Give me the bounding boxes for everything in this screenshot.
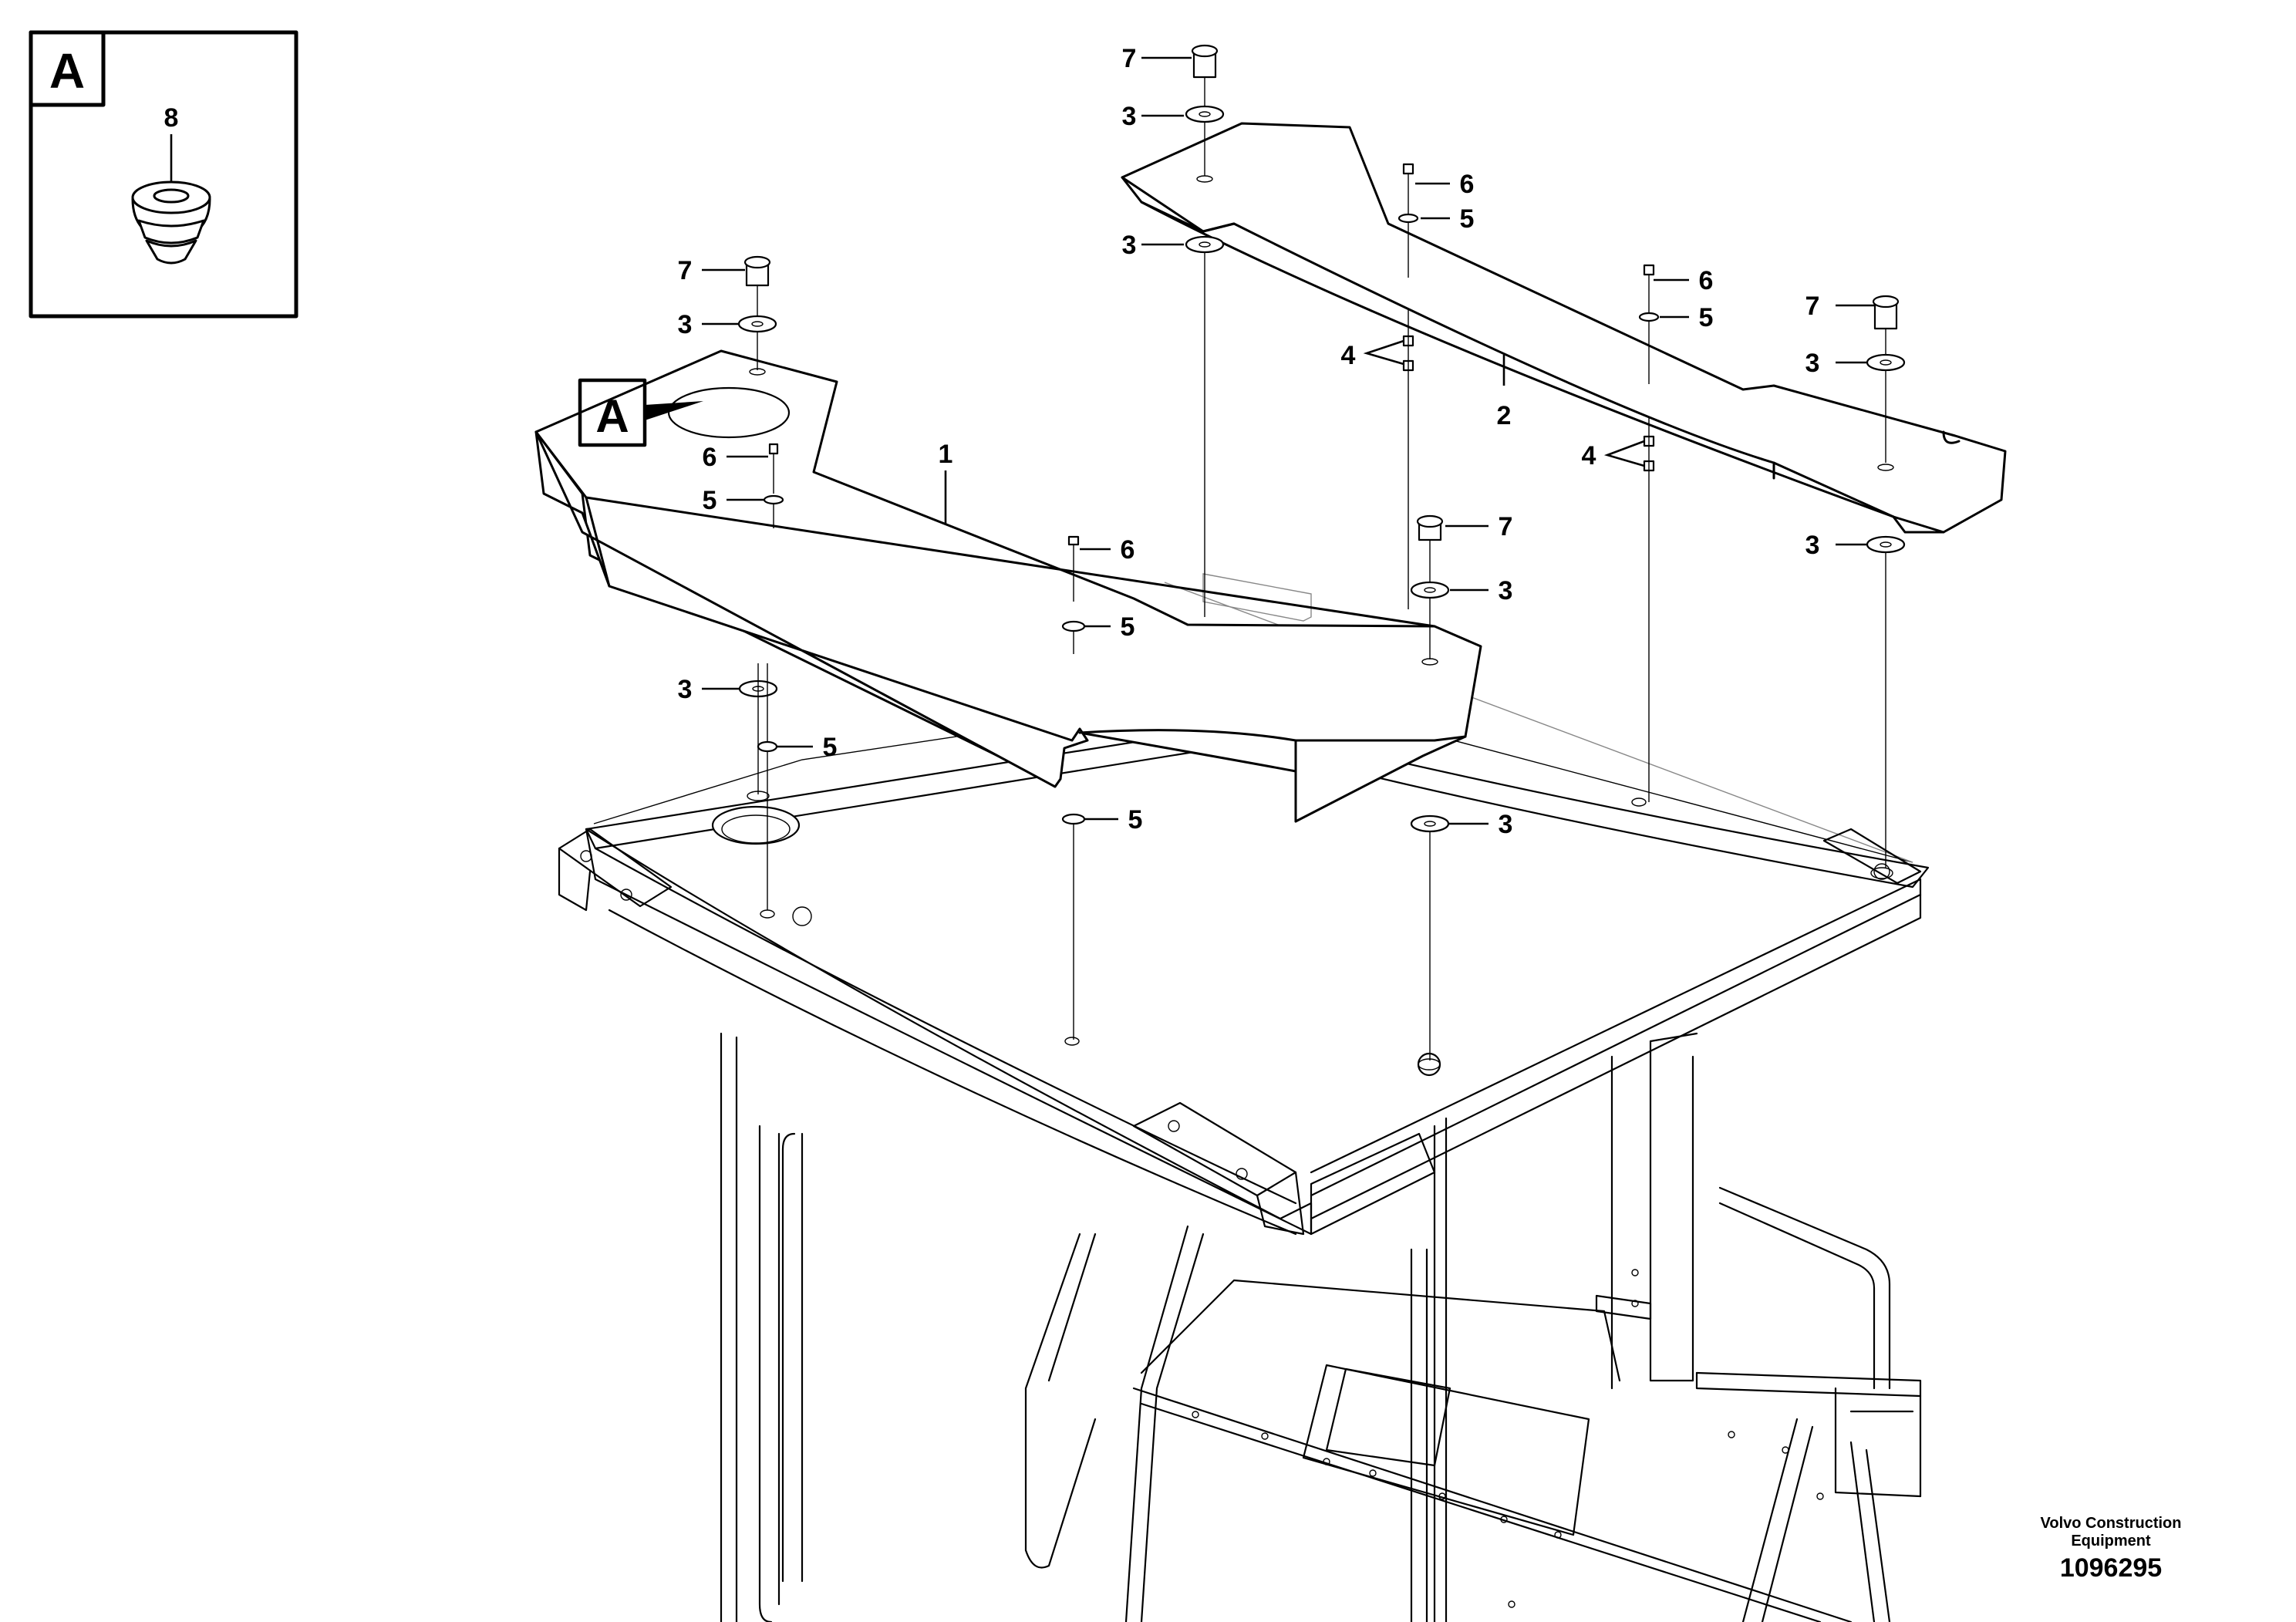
cover-plate-2 xyxy=(1121,122,2007,534)
callout-label-5: 5 xyxy=(1128,805,1143,835)
fastener-stack-front-left xyxy=(738,663,778,910)
detail-callout-letter: A xyxy=(595,390,629,442)
callout-label-7: 7 xyxy=(1805,292,1820,321)
publisher-name-line2: Equipment xyxy=(2071,1533,2151,1549)
callout-label-3: 3 xyxy=(1499,576,1513,605)
callout-label-7: 7 xyxy=(1499,512,1513,541)
callout-label-7: 7 xyxy=(1122,44,1137,73)
fastener-stack-front-center xyxy=(1061,535,1086,1040)
callout-label-6: 6 xyxy=(1121,535,1135,565)
callout-label-3: 3 xyxy=(1499,810,1513,839)
callout-label-3: 3 xyxy=(1805,349,1820,378)
leader-lines xyxy=(702,56,1874,825)
callout-label-6: 6 xyxy=(703,443,717,472)
callout-label-5: 5 xyxy=(703,486,717,515)
callout-label-3: 3 xyxy=(1122,231,1137,260)
detail-box-letter: A xyxy=(49,43,85,99)
fastener-stacks xyxy=(737,44,1906,1061)
callout-label-3: 3 xyxy=(1805,531,1820,560)
callout-label-7: 7 xyxy=(678,256,693,285)
fastener-stack-front-right xyxy=(1410,514,1450,1061)
callout-label-4: 4 xyxy=(1582,441,1596,470)
detail-callout-a: A xyxy=(578,378,703,447)
detail-part-label-8: 8 xyxy=(164,103,179,133)
callout-label-5: 5 xyxy=(1699,303,1714,332)
fastener-stack-rear-mid-right xyxy=(1638,264,1660,802)
callout-label-1: 1 xyxy=(939,440,953,469)
cover-plate-1 xyxy=(534,349,1482,823)
callout-label-5: 5 xyxy=(1460,204,1475,234)
callout-labels: 7 3 3 6 5 6 5 2 7 3 4 4 3 7 3 6 5 1 6 5 … xyxy=(678,44,1820,839)
detail-view-a: A 8 xyxy=(29,30,298,319)
document-number: 1096295 xyxy=(2059,1553,2163,1583)
callout-label-6: 6 xyxy=(1460,170,1475,199)
grommet-icon xyxy=(131,180,211,265)
callout-label-3: 3 xyxy=(1122,102,1137,131)
callout-label-6: 6 xyxy=(1699,266,1714,295)
roof-mount-points xyxy=(760,798,1893,1071)
callout-label-4: 4 xyxy=(1341,341,1356,370)
callout-label-3: 3 xyxy=(678,675,693,704)
fastener-stack-front-top xyxy=(737,255,777,376)
fastener-stack-rear-mid-left xyxy=(1397,163,1419,609)
fastener-stack-rear-left xyxy=(1185,44,1225,617)
fastener-stack-rear-right xyxy=(1866,295,1906,868)
publisher-name-line1: Volvo Construction xyxy=(2040,1515,2182,1532)
callout-label-5: 5 xyxy=(823,733,838,762)
callout-label-3: 3 xyxy=(678,310,693,339)
fastener-stack-front-small xyxy=(763,443,784,528)
footer-attribution: Volvo Construction Equipment 1096295 xyxy=(1988,1515,2234,1583)
callout-label-5: 5 xyxy=(1121,612,1135,642)
callout-label-2: 2 xyxy=(1497,401,1512,430)
